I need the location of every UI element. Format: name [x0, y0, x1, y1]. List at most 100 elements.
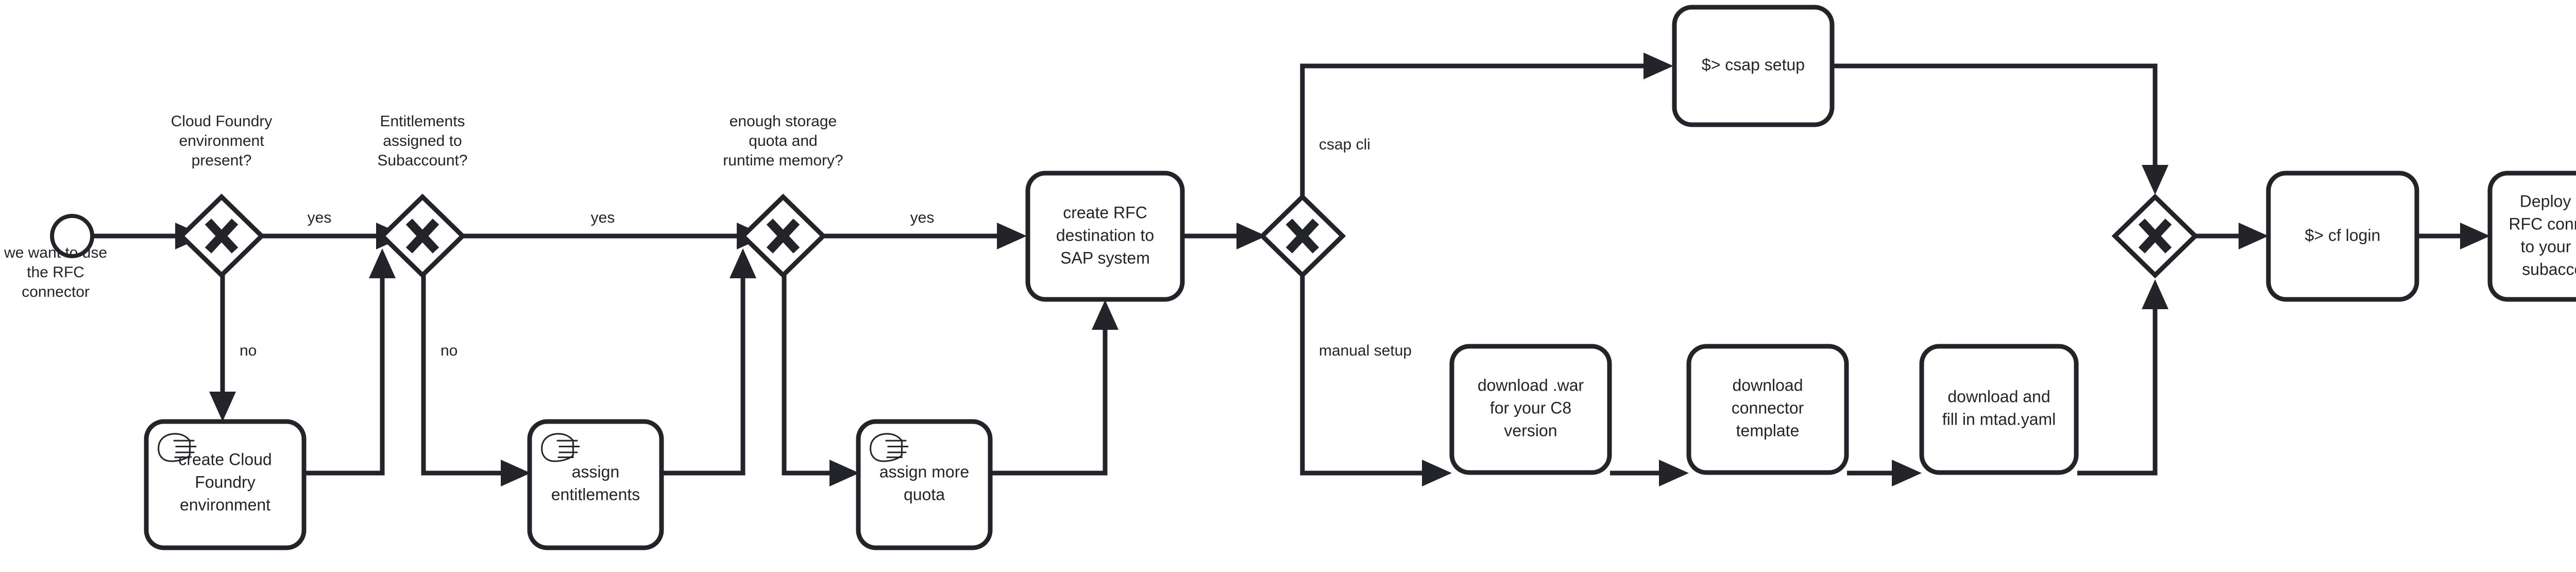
arrowhead [209, 392, 236, 422]
task-deploy-rfc-connector[interactable]: Deploy SAP RFC connector to your BTP sub… [2487, 171, 2576, 302]
task-label-line3: to your BTP [2521, 237, 2576, 256]
gateway-setup-mode[interactable]: csap cli manual setup [1259, 136, 1412, 359]
gateway-caption-line1: Cloud Foundry [171, 113, 273, 130]
task-assign-entitlements[interactable]: assign entitlements [527, 419, 664, 550]
gateway-xor-x-icon [766, 218, 800, 254]
edge-label-yes-1: yes [308, 209, 332, 226]
sequence-flows [94, 53, 2490, 486]
task-box[interactable] [1449, 344, 1612, 475]
edge-label-yes-2: yes [591, 209, 615, 226]
manual-hand-icon [158, 433, 197, 462]
arrowhead [829, 460, 859, 486]
arrowhead [2142, 279, 2168, 309]
task-label-line2: connector [1732, 398, 1804, 417]
start-event[interactable]: we want to use the RFC connector [4, 214, 107, 300]
task-label-line1: $> cf login [2305, 226, 2381, 244]
task-label-line1: download [1733, 376, 1803, 394]
gateway-caption-line3: present? [192, 152, 252, 169]
arrowhead [501, 460, 531, 486]
task-label-line1: create Cloud [178, 450, 272, 468]
task-label-line2: Foundry [195, 473, 255, 491]
gateway-quota[interactable]: enough storage quota and runtime memory?… [723, 113, 935, 279]
arrowhead [1892, 460, 1922, 486]
flow-csap-setup-to-merge-gateway [1833, 63, 2158, 165]
manual-hand-icon [870, 433, 909, 462]
arrowhead [369, 248, 396, 278]
task-label-line2: entitlements [551, 485, 640, 503]
start-event-circle[interactable] [50, 214, 94, 258]
task-fill-mtad-yaml[interactable]: download and fill in mtad.yaml [1919, 344, 2079, 475]
task-label-line3: SAP system [1060, 248, 1150, 267]
arrowhead [2239, 223, 2268, 249]
edge-label-no-2: no [440, 342, 457, 359]
task-download-war[interactable]: download .war for your C8 version [1449, 344, 1612, 475]
flow-fill-mtad-to-merge-gateway [2077, 309, 2158, 476]
edge-label-csap-cli: csap cli [1319, 136, 1370, 153]
arrowhead [1092, 300, 1118, 330]
task-label-line1: $> csap setup [1702, 55, 1805, 74]
start-event-caption-line2: the RFC [27, 264, 84, 281]
flow-create-cf-env-to-gw2 [304, 278, 385, 476]
gateway-xor-x-icon [205, 218, 239, 254]
flow-gw3-no-to-assign-more-quota [782, 275, 829, 476]
edge-label-yes-3: yes [910, 209, 935, 226]
task-label-line2: RFC connector [2509, 214, 2576, 233]
task-label-line3: environment [180, 495, 270, 514]
task-csap-setup[interactable]: $> csap setup [1672, 5, 1835, 127]
task-label-line2: for your C8 [1490, 398, 1571, 417]
arrowhead [997, 223, 1027, 249]
gateway-xor-x-icon [405, 218, 439, 254]
task-label-line1: create RFC [1063, 203, 1147, 222]
task-label-line1: assign more [879, 462, 969, 481]
task-label-line1: download and [1947, 387, 2050, 406]
task-box[interactable] [1025, 171, 1185, 302]
gateway-caption-line2: quota and [749, 132, 817, 149]
edge-label-no-1: no [240, 342, 257, 359]
arrowhead [1643, 53, 1673, 79]
task-label-line2: quota [904, 485, 945, 503]
task-label-line4: subaccount [2522, 260, 2576, 278]
gateway-xor-x-icon [2138, 218, 2172, 254]
task-label-line3: version [1504, 421, 1557, 440]
task-label-line1: assign [572, 462, 620, 481]
gateway-entitlements[interactable]: Entitlements assigned to Subaccount? yes… [377, 113, 615, 359]
task-label-line1: download .war [1478, 376, 1584, 394]
task-create-rfc-destination[interactable]: create RFC destination to SAP system [1025, 171, 1185, 302]
edge-label-manual-setup: manual setup [1319, 342, 1412, 359]
task-box[interactable] [2266, 171, 2419, 302]
task-label-line2: destination to [1056, 226, 1154, 244]
gateway-caption-line2: assigned to [383, 132, 462, 149]
gateway-caption-line3: Subaccount? [377, 152, 467, 169]
task-cf-login[interactable]: $> cf login [2266, 171, 2419, 302]
flow-assign-more-quota-to-create-rfc-destination [989, 330, 1108, 476]
gateway-caption-line3: runtime memory? [723, 152, 843, 169]
start-event-caption-line1: we want to use [4, 244, 107, 261]
task-label-line1: Deploy SAP [2520, 192, 2576, 210]
gateway-caption-line1: Entitlements [380, 113, 465, 130]
manual-hand-icon [541, 433, 580, 462]
flow-gw-setup-mode-to-csap-setup [1300, 63, 1643, 197]
task-download-connector-template[interactable]: download connector template [1686, 344, 1849, 475]
task-box[interactable] [1672, 5, 1835, 127]
arrowhead [2460, 223, 2490, 249]
task-create-cloud-foundry-environment[interactable]: create Cloud Foundry environment [144, 419, 307, 550]
flow-assign-entitlements-to-gw3 [660, 278, 745, 476]
arrowhead [730, 248, 756, 278]
task-box[interactable] [2487, 171, 2576, 302]
task-label-line3: template [1736, 421, 1800, 440]
arrowhead [1236, 223, 1266, 249]
gateway-caption-line2: environment [179, 132, 264, 149]
gateway-merge[interactable] [2111, 193, 2199, 279]
task-box[interactable] [1686, 344, 1849, 475]
arrowhead [1659, 460, 1689, 486]
flow-gw2-no-to-assign-entitlements [421, 275, 501, 476]
gateway-cloud-foundry[interactable]: Cloud Foundry environment present? yes n… [171, 113, 332, 359]
arrowhead [2142, 165, 2168, 195]
start-event-caption-line3: connector [22, 283, 90, 300]
gateway-xor-x-icon [1285, 218, 1319, 254]
task-box[interactable] [1919, 344, 2079, 475]
arrowhead [1422, 460, 1452, 486]
task-label-line2: fill in mtad.yaml [1942, 410, 2056, 428]
task-assign-more-quota[interactable]: assign more quota [856, 419, 993, 550]
